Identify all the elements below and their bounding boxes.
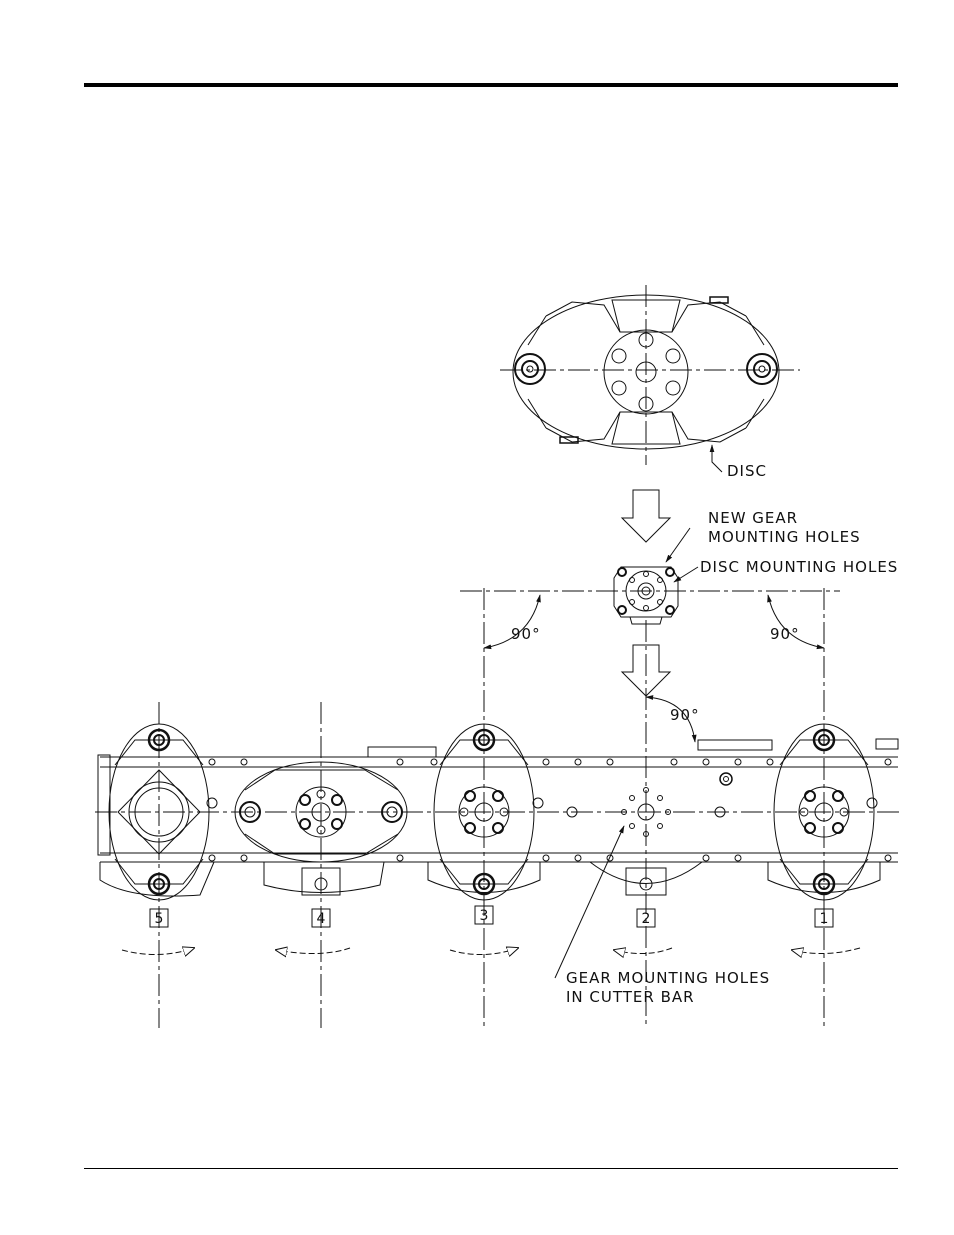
cutter-bar (98, 739, 898, 896)
rotation-arrow-5 (122, 948, 194, 955)
label-angle-right: 90° (770, 625, 800, 643)
label-disc-mounting-holes: DISC MOUNTING HOLES (700, 558, 898, 576)
label-gear-holes-line2: IN CUTTER BAR (566, 988, 695, 1006)
rotation-arrow-2 (614, 948, 672, 954)
new-gear-leader (666, 528, 690, 562)
label-new-gear-line1: NEW GEAR (708, 509, 798, 527)
label-disc: DISC (727, 462, 767, 480)
gear-hub (614, 567, 678, 624)
rotation-arrow-4 (276, 948, 350, 954)
position-number-4: 4 (317, 911, 326, 927)
header-rule (84, 83, 898, 87)
position-number-1: 1 (820, 911, 829, 927)
position-number-5: 5 (155, 911, 164, 927)
disc-holes-leader (674, 567, 698, 582)
position-number-2: 2 (642, 911, 651, 927)
disc-drawing (500, 285, 800, 465)
disc-leader (712, 445, 722, 472)
cutter-bar-leader (555, 826, 624, 978)
label-angle-center: 90° (670, 706, 700, 724)
label-gear-holes-line1: GEAR MOUNTING HOLES (566, 969, 770, 987)
position-number-3: 3 (480, 908, 489, 924)
rotation-arrow-1 (792, 948, 860, 954)
footer-rule (84, 1168, 898, 1169)
label-angle-left: 90° (511, 625, 541, 643)
label-new-gear-line2: MOUNTING HOLES (708, 528, 861, 546)
down-arrow-upper (622, 490, 670, 542)
